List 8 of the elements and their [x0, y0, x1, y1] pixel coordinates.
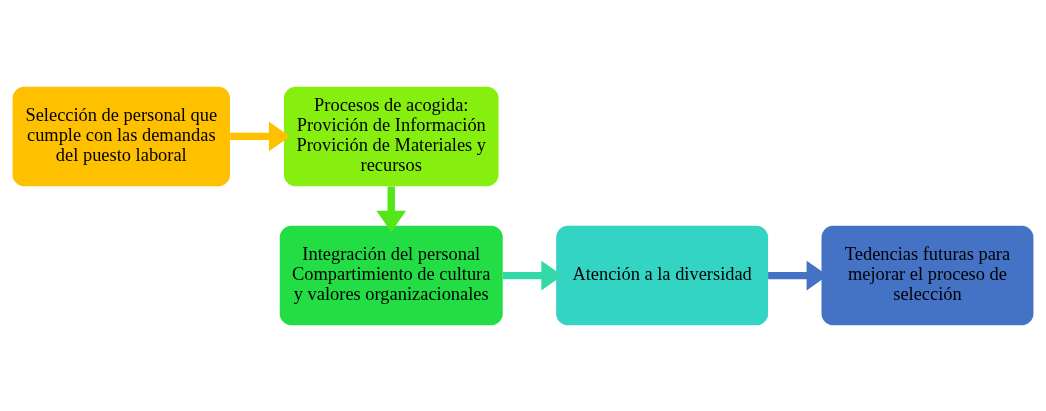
arrow — [376, 186, 407, 232]
node-box: Selección de personal que cumple con las demandas del puesto laboral — [12, 86, 230, 186]
arrow — [230, 121, 291, 151]
node-box: Integración del personal Compartimiento de cultura y valores organizacionales — [279, 225, 503, 325]
arrow — [502, 260, 563, 290]
node-box: Atención a la diversidad — [556, 225, 769, 325]
node-box: Procesos de acogida: Provición de Información Provición de Materiales y recursos — [283, 86, 499, 186]
node-box: Tedencias futuras para mejorar el proceso de selección — [821, 225, 1034, 325]
